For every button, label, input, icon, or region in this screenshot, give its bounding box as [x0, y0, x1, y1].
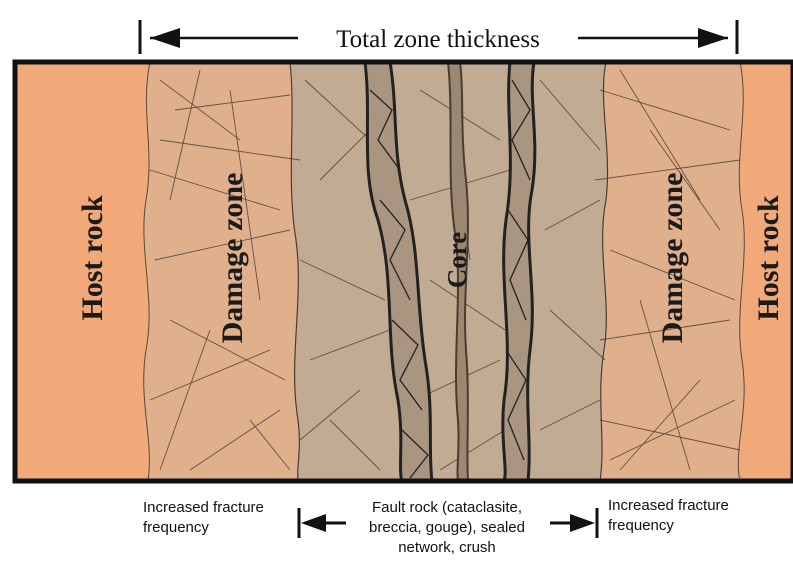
- host-rock-right-label: Host rock: [752, 195, 785, 321]
- host-rock-left-label: Host rock: [76, 195, 109, 321]
- note-right: Increased fracture frequency: [608, 497, 729, 534]
- damage-zone-left-label: Damage zone: [216, 173, 249, 344]
- note-center-line-3: network, crush: [398, 539, 496, 556]
- diagram-title: Total zone thickness: [336, 26, 540, 53]
- title-arrow-left-head: [150, 28, 180, 48]
- note-center: Fault rock (cataclasite, breccia, gouge)…: [369, 499, 525, 556]
- note-center-line-2: breccia, gouge), sealed: [369, 519, 525, 536]
- note-left-line-2: frequency: [143, 519, 209, 536]
- total-thickness-annotation: Total zone thickness: [140, 20, 737, 54]
- note-left: Increased fracture frequency: [143, 499, 264, 536]
- note-right-line-1: Increased fracture: [608, 497, 729, 514]
- damage-zone-right-label: Damage zone: [656, 173, 689, 344]
- note-center-line-1: Fault rock (cataclasite,: [372, 499, 522, 516]
- title-arrow-right-head: [698, 28, 728, 48]
- note-left-line-1: Increased fracture: [143, 499, 264, 516]
- core-label: Core: [442, 232, 472, 288]
- note-right-line-2: frequency: [608, 517, 674, 534]
